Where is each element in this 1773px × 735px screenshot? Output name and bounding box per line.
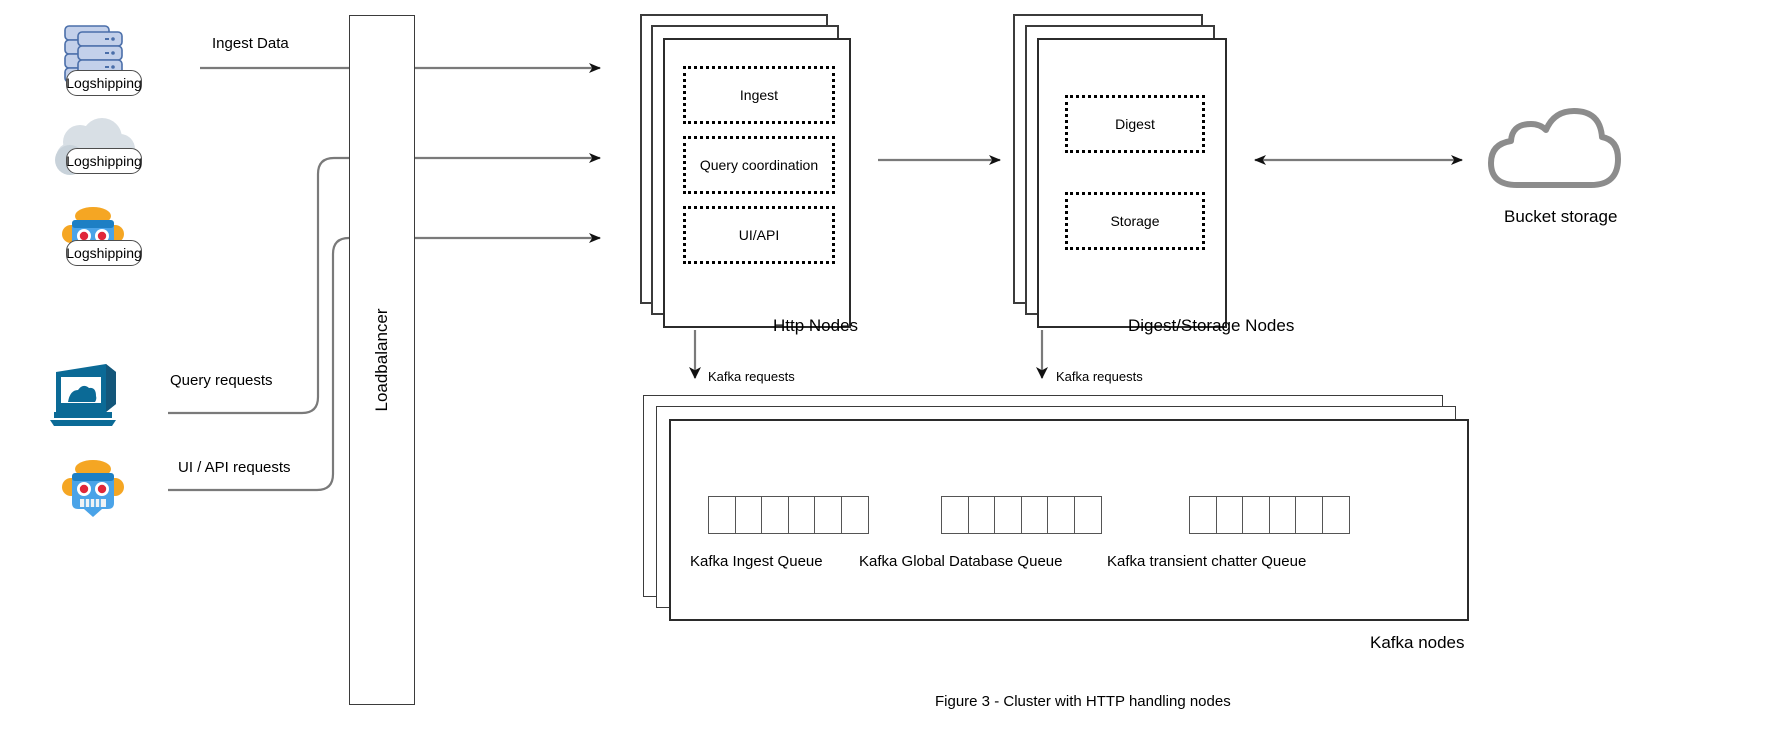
bucket-storage-label: Bucket storage: [1504, 207, 1618, 226]
kafka-transient-chatter-queue-label: Kafka transient chatter Queue: [1107, 553, 1307, 570]
digest-node-card-front[interactable]: Digest Storage: [1037, 38, 1227, 328]
kafka-global-database-queue-label: Kafka Global Database Queue: [859, 553, 1063, 570]
queue-cell: [814, 496, 842, 534]
kafka-requests-label-http: Kafka requests: [708, 369, 795, 384]
queue-cell: [941, 496, 969, 534]
queue-cell: [1020, 496, 1049, 534]
bucket-storage-icon: [1488, 108, 1621, 188]
queue-cell: [1047, 496, 1075, 534]
queue-cell: [761, 496, 789, 534]
digest-component-storage: Storage: [1065, 192, 1205, 250]
digest-component-digest: Digest: [1065, 95, 1205, 153]
digest-nodes-label: Digest/Storage Nodes: [1128, 316, 1295, 335]
logshipping-pill-robot: Logshipping: [66, 240, 142, 266]
kafka-ingest-queue-label: Kafka Ingest Queue: [690, 553, 823, 570]
logshipping-pill-cloud: Logshipping: [66, 148, 142, 174]
queue-cell: [1242, 496, 1270, 534]
loadbalancer-box[interactable]: Loadbalancer: [349, 15, 415, 705]
queue-cell: [708, 496, 736, 534]
http-nodes-label: Http Nodes: [773, 316, 859, 335]
loadbalancer-label: Loadbalancer: [372, 308, 391, 412]
component-label: Digest: [1115, 116, 1155, 132]
http-component-ui-api: UI/API: [683, 206, 835, 264]
http-component-ingest: Ingest: [683, 66, 835, 124]
queue-cell: [1268, 496, 1297, 534]
queue-cell: [1073, 496, 1102, 534]
queue-cell: [840, 496, 869, 534]
component-label: Storage: [1110, 213, 1160, 229]
kafka-global-database-queue-cells[interactable]: [941, 496, 1102, 534]
component-label: Ingest: [739, 87, 779, 103]
figure-caption: Figure 3 - Cluster with HTTP handling no…: [935, 693, 1231, 710]
kafka-nodes-label: Kafka nodes: [1370, 633, 1465, 652]
queue-cell: [1295, 496, 1323, 534]
http-component-query-coordination: Query coordination: [683, 136, 835, 194]
queue-cell: [1189, 496, 1217, 534]
kafka-card-front[interactable]: Kafka Ingest Queue Kafka Global Database…: [669, 419, 1469, 621]
queue-cell: [1215, 496, 1244, 534]
ui-api-requests-connector: [168, 233, 601, 492]
queue-cell: [967, 496, 996, 534]
queue-cell: [734, 496, 763, 534]
query-requests-connector: [168, 153, 601, 415]
component-label: UI/API: [738, 227, 780, 243]
component-label: Query coordination: [699, 157, 819, 173]
kafka-ingest-queue-cells[interactable]: [708, 496, 869, 534]
ingest-data-label: Ingest Data: [212, 35, 289, 52]
logshipping-label: Logshipping: [66, 75, 142, 91]
kafka-transient-chatter-queue-cells[interactable]: [1189, 496, 1350, 534]
http-node-card-front[interactable]: Ingest Query coordination UI/API: [663, 38, 851, 328]
logshipping-label: Logshipping: [66, 245, 142, 261]
kafka-requests-label-digest: Kafka requests: [1056, 369, 1143, 384]
queue-cell: [787, 496, 816, 534]
ui-api-requests-label: UI / API requests: [178, 459, 291, 476]
query-requests-label: Query requests: [170, 372, 273, 389]
logshipping-pill-servers: Logshipping: [66, 70, 142, 96]
logshipping-label: Logshipping: [66, 153, 142, 169]
queue-cell: [1321, 496, 1350, 534]
queue-cell: [994, 496, 1022, 534]
monitor-icon: [50, 364, 116, 426]
robot-icon-lower: [62, 460, 124, 517]
